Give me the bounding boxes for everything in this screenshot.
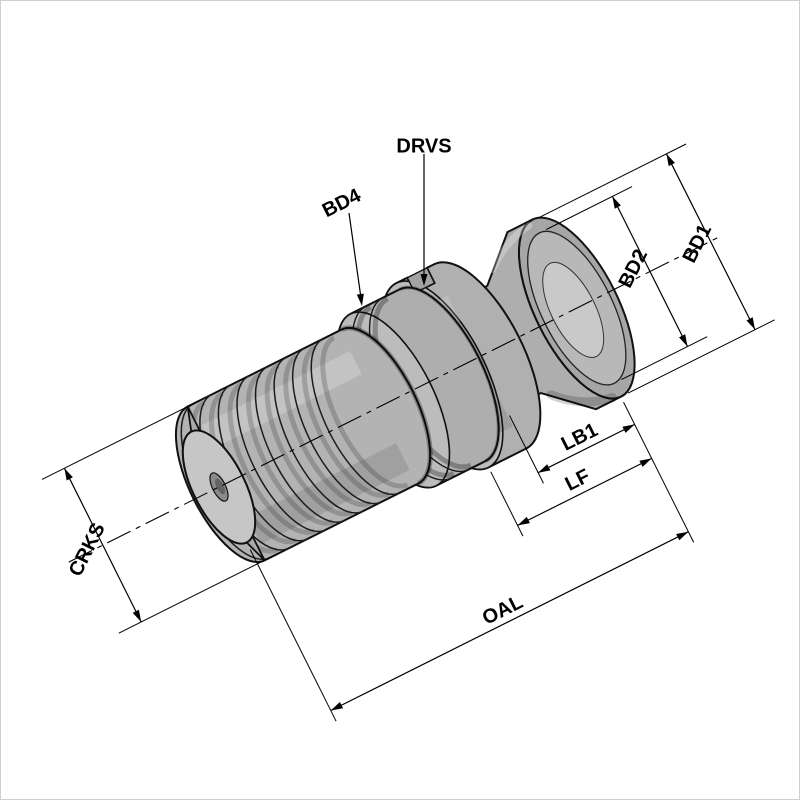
crks-dim-line bbox=[63, 467, 142, 623]
dimension-lines bbox=[41, 143, 775, 722]
lf-dim-line bbox=[517, 457, 652, 526]
label-lb1: LB1 bbox=[558, 419, 602, 456]
bd4-leader-line bbox=[348, 212, 362, 295]
arrowheads bbox=[64, 153, 755, 711]
lb1-dim-line bbox=[537, 423, 635, 474]
label-bd1: BD1 bbox=[679, 221, 717, 267]
label-crks: CRKS bbox=[65, 519, 110, 580]
label-lf: LF bbox=[562, 465, 594, 496]
label-oal: OAL bbox=[479, 591, 527, 630]
oal-dim-line bbox=[330, 531, 689, 712]
label-bd4: BD4 bbox=[319, 184, 365, 222]
pull-stud-part bbox=[68, 216, 721, 563]
label-drvs: DRVS bbox=[396, 135, 451, 157]
thread-end-face bbox=[181, 406, 266, 561]
extension-lines bbox=[41, 143, 775, 722]
bd1-dim-line bbox=[665, 153, 756, 330]
centerline bbox=[68, 236, 721, 563]
bd2-dim-line bbox=[611, 196, 689, 347]
label-bd2: BD2 bbox=[615, 246, 653, 292]
